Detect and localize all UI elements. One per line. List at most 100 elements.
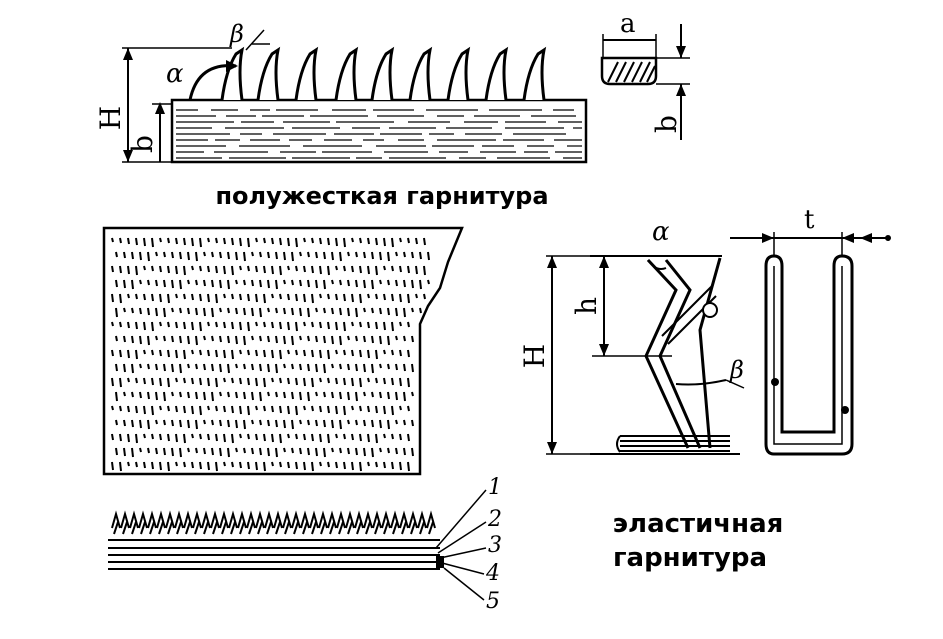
plan-dash xyxy=(264,322,265,327)
wire-tip xyxy=(303,522,307,534)
plan-dash xyxy=(252,364,253,370)
plan-dash xyxy=(264,266,265,273)
plan-dash xyxy=(160,238,161,242)
plan-dash xyxy=(168,266,169,273)
plan-dash xyxy=(296,434,297,439)
plan-dash xyxy=(320,378,321,382)
plan-dash xyxy=(228,364,229,373)
plan-dash xyxy=(152,266,153,271)
plan-dash xyxy=(352,434,353,440)
tooth-wire-right xyxy=(700,258,720,448)
plan-dash xyxy=(176,238,177,244)
plan-dash xyxy=(224,238,225,244)
plan-dash xyxy=(400,266,401,272)
plan-dash xyxy=(368,294,369,298)
plan-dash xyxy=(312,238,313,243)
plan-dash xyxy=(272,434,273,442)
layer-number-4: 4 xyxy=(485,561,500,586)
plan-dash xyxy=(224,462,225,466)
plan-dash xyxy=(208,294,209,302)
plan-dash xyxy=(200,294,201,301)
plan-dash xyxy=(120,434,121,441)
u-staple-dot-right xyxy=(841,406,849,414)
plan-dash xyxy=(212,364,213,371)
plan-dash xyxy=(236,308,237,314)
plan-dash xyxy=(396,280,397,286)
plan-dash xyxy=(364,336,365,342)
plan-dash xyxy=(252,308,253,316)
plan-dash xyxy=(292,420,293,429)
plan-dash xyxy=(336,322,337,330)
plan-dash xyxy=(344,238,345,247)
wire-tip xyxy=(204,522,208,534)
plan-dash xyxy=(184,434,185,443)
plan-dash xyxy=(344,322,345,331)
plan-dash xyxy=(276,308,277,313)
wire-tip xyxy=(186,522,190,534)
plan-dash xyxy=(412,308,413,312)
wire-tip xyxy=(267,522,271,534)
plan-dash xyxy=(192,266,193,270)
plan-dash xyxy=(288,434,289,438)
plan-dash xyxy=(224,350,225,358)
plan-dash xyxy=(376,462,377,467)
u-staple-inner xyxy=(774,266,842,444)
plan-dash xyxy=(248,378,249,385)
wire-tip xyxy=(411,522,415,534)
plan-dash xyxy=(360,378,361,387)
plan-dash xyxy=(256,434,257,440)
plan-dash xyxy=(204,420,205,424)
plan-dash xyxy=(252,252,253,256)
plan-dash xyxy=(312,434,313,441)
plan-dash xyxy=(312,462,313,471)
plan-dash xyxy=(304,434,305,440)
plan-dash xyxy=(388,252,389,261)
plan-dash xyxy=(288,462,289,468)
plan-dash xyxy=(120,322,121,327)
plan-dash xyxy=(324,280,325,289)
plan-dash xyxy=(116,308,117,317)
leader-1 xyxy=(436,490,486,548)
plan-dash xyxy=(148,420,149,429)
plan-dash xyxy=(348,308,349,316)
plan-dash xyxy=(120,294,121,303)
plan-dash xyxy=(220,336,221,342)
semi-rigid-tooth xyxy=(222,50,242,100)
plan-dash xyxy=(356,280,357,287)
plan-dash xyxy=(404,392,405,401)
plan-dash xyxy=(292,252,293,261)
plan-dash xyxy=(312,406,313,411)
plan-dash xyxy=(328,294,329,299)
plan-dash xyxy=(216,322,217,327)
plan-dash xyxy=(404,308,405,317)
plan-dash xyxy=(180,420,181,427)
plan-dash xyxy=(188,364,189,368)
dim-arrow-H-top xyxy=(123,48,133,60)
plan-dash xyxy=(392,462,393,469)
plan-dash xyxy=(296,378,297,385)
plan-dash xyxy=(232,294,233,299)
semi-rigid-tooth xyxy=(372,50,392,100)
plan-dash xyxy=(204,364,205,370)
plan-dash xyxy=(148,364,149,369)
plan-dash xyxy=(120,378,121,387)
plan-dash xyxy=(364,420,365,426)
plan-dash xyxy=(412,420,413,426)
plan-dash xyxy=(248,434,249,439)
plan-dash xyxy=(356,336,357,341)
plan-dash xyxy=(240,434,241,438)
plan-dash xyxy=(192,238,193,246)
plan-dash xyxy=(268,280,269,288)
label-b2: b xyxy=(650,115,683,133)
plan-dash xyxy=(260,252,261,257)
plan-dash xyxy=(272,238,273,244)
plan-dash xyxy=(416,294,417,298)
plan-dash xyxy=(192,378,193,384)
plan-dash xyxy=(280,462,281,467)
plan-dash xyxy=(144,378,145,384)
plan-dash xyxy=(212,252,213,257)
plan-dash xyxy=(288,322,289,330)
plan-dash xyxy=(224,266,225,274)
plan-dash xyxy=(124,392,125,396)
plan-dash xyxy=(288,406,289,414)
